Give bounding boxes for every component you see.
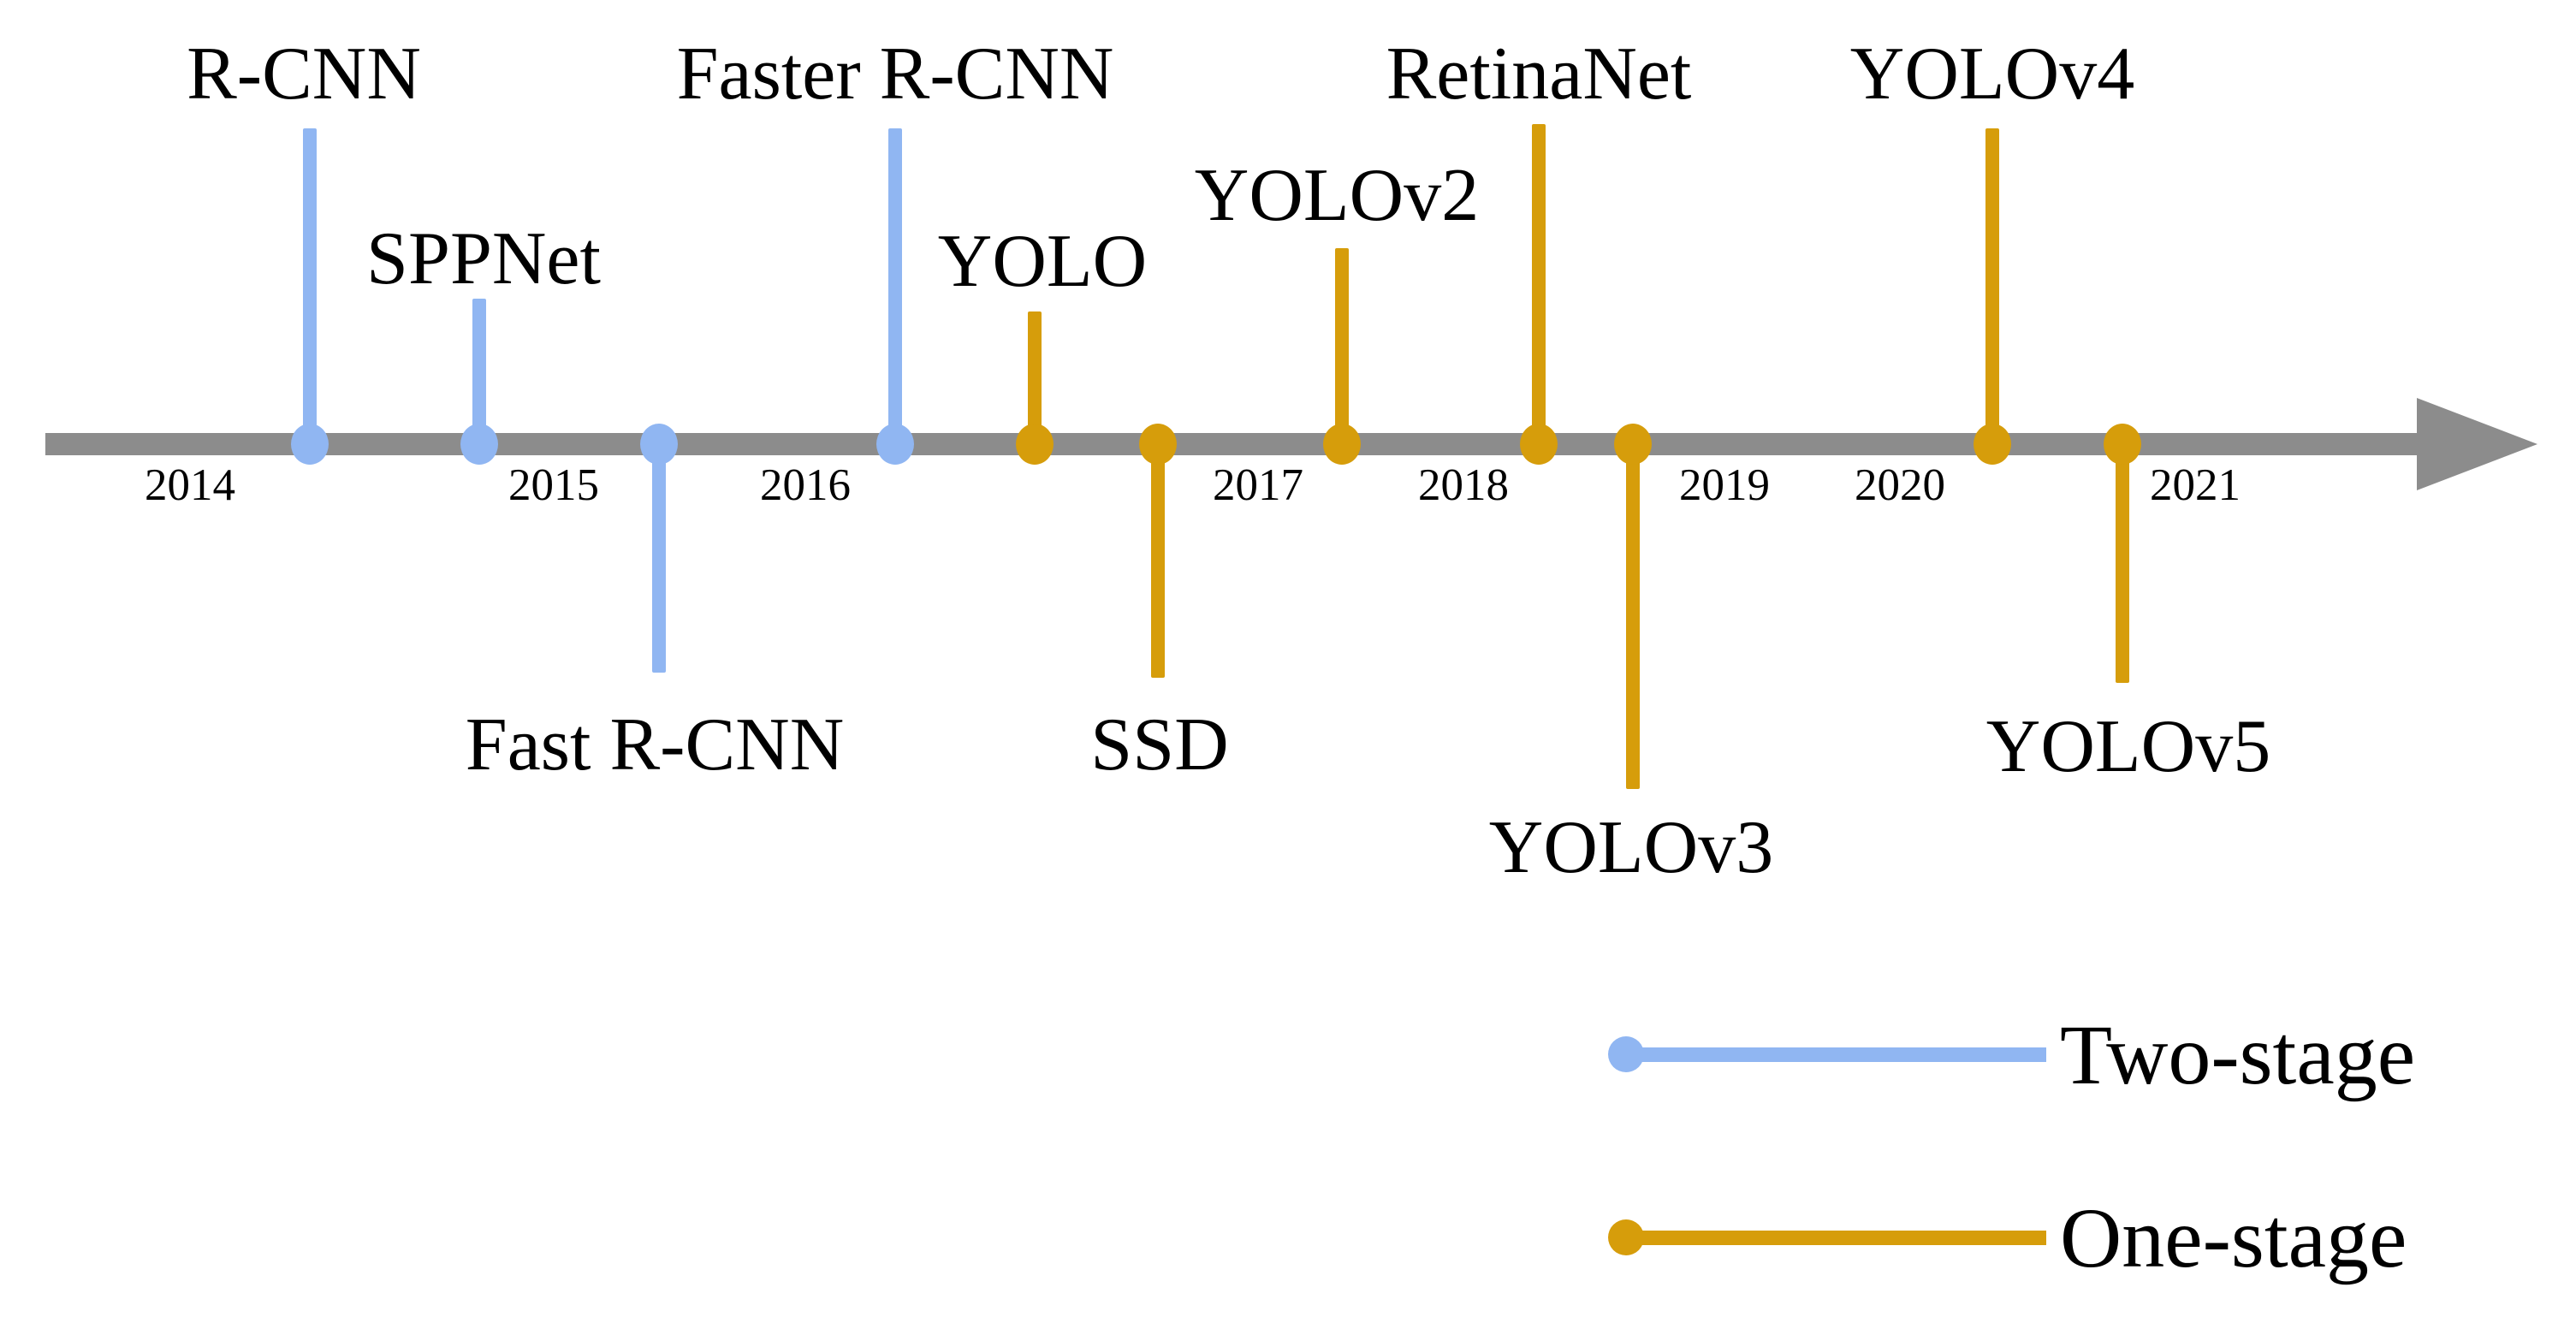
legend-label-two-stage: Two-stage: [2060, 1006, 2416, 1102]
event-marker-yolov5: [2104, 424, 2141, 465]
event-label-yolov3: YOLOv3: [1488, 806, 1774, 889]
event-stem-yolov5: [2116, 444, 2129, 683]
legend-item-one-stage: One-stage: [1608, 1188, 2407, 1287]
timeline-axis: [45, 433, 2417, 455]
event-marker-yolov4: [1974, 424, 2011, 465]
event-marker-ssd: [1139, 424, 1177, 465]
year-label-2016: 2016: [760, 460, 851, 510]
event-label-yolov2: YOLOv2: [1194, 154, 1480, 237]
legend-label-one-stage: One-stage: [2060, 1189, 2407, 1285]
event-marker-sppnet: [460, 424, 498, 465]
legend-line-one-stage: [1626, 1230, 2046, 1245]
event-stem-yolo: [1028, 311, 1042, 444]
event-marker-yolo: [1016, 424, 1054, 465]
year-label-2018: 2018: [1418, 460, 1509, 510]
event-marker-retinanet: [1520, 424, 1558, 465]
event-stem-r-cnn: [303, 128, 317, 444]
event-label-yolov5: YOLOv5: [1985, 705, 2271, 788]
event-stem-sppnet: [472, 299, 486, 444]
year-label-2017: 2017: [1213, 460, 1303, 510]
event-label-retinanet: RetinaNet: [1386, 33, 1692, 116]
event-label-sppnet: SPPNet: [366, 217, 601, 300]
event-label-faster-r-cnn: Faster R-CNN: [676, 33, 1114, 116]
event-stem-retinanet: [1532, 124, 1546, 444]
legend-item-two-stage: Two-stage: [1608, 1005, 2415, 1104]
year-label-2014: 2014: [145, 460, 235, 510]
event-stem-yolov4: [1985, 128, 1999, 444]
event-label-ssd: SSD: [1090, 703, 1229, 786]
event-stem-ssd: [1151, 444, 1165, 678]
legend-line-two-stage: [1626, 1047, 2046, 1062]
event-marker-r-cnn: [291, 424, 329, 465]
event-stem-fast-r-cnn: [652, 444, 666, 673]
year-label-2021: 2021: [2150, 460, 2241, 510]
timeline-arrowhead-icon: [2417, 398, 2537, 490]
event-stem-faster-r-cnn: [888, 128, 902, 444]
event-marker-faster-r-cnn: [876, 424, 914, 465]
event-marker-yolov2: [1323, 424, 1361, 465]
event-label-r-cnn: R-CNN: [187, 33, 421, 116]
event-marker-yolov3: [1614, 424, 1652, 465]
event-stem-yolov2: [1335, 248, 1349, 444]
event-label-fast-r-cnn: Fast R-CNN: [465, 703, 845, 786]
event-stem-yolov3: [1626, 444, 1640, 789]
event-label-yolo: YOLO: [937, 220, 1148, 303]
event-marker-fast-r-cnn: [640, 424, 678, 465]
year-label-2020: 2020: [1855, 460, 1945, 510]
event-label-yolov4: YOLOv4: [1849, 33, 2135, 116]
year-label-2015: 2015: [508, 460, 599, 510]
year-label-2019: 2019: [1679, 460, 1770, 510]
